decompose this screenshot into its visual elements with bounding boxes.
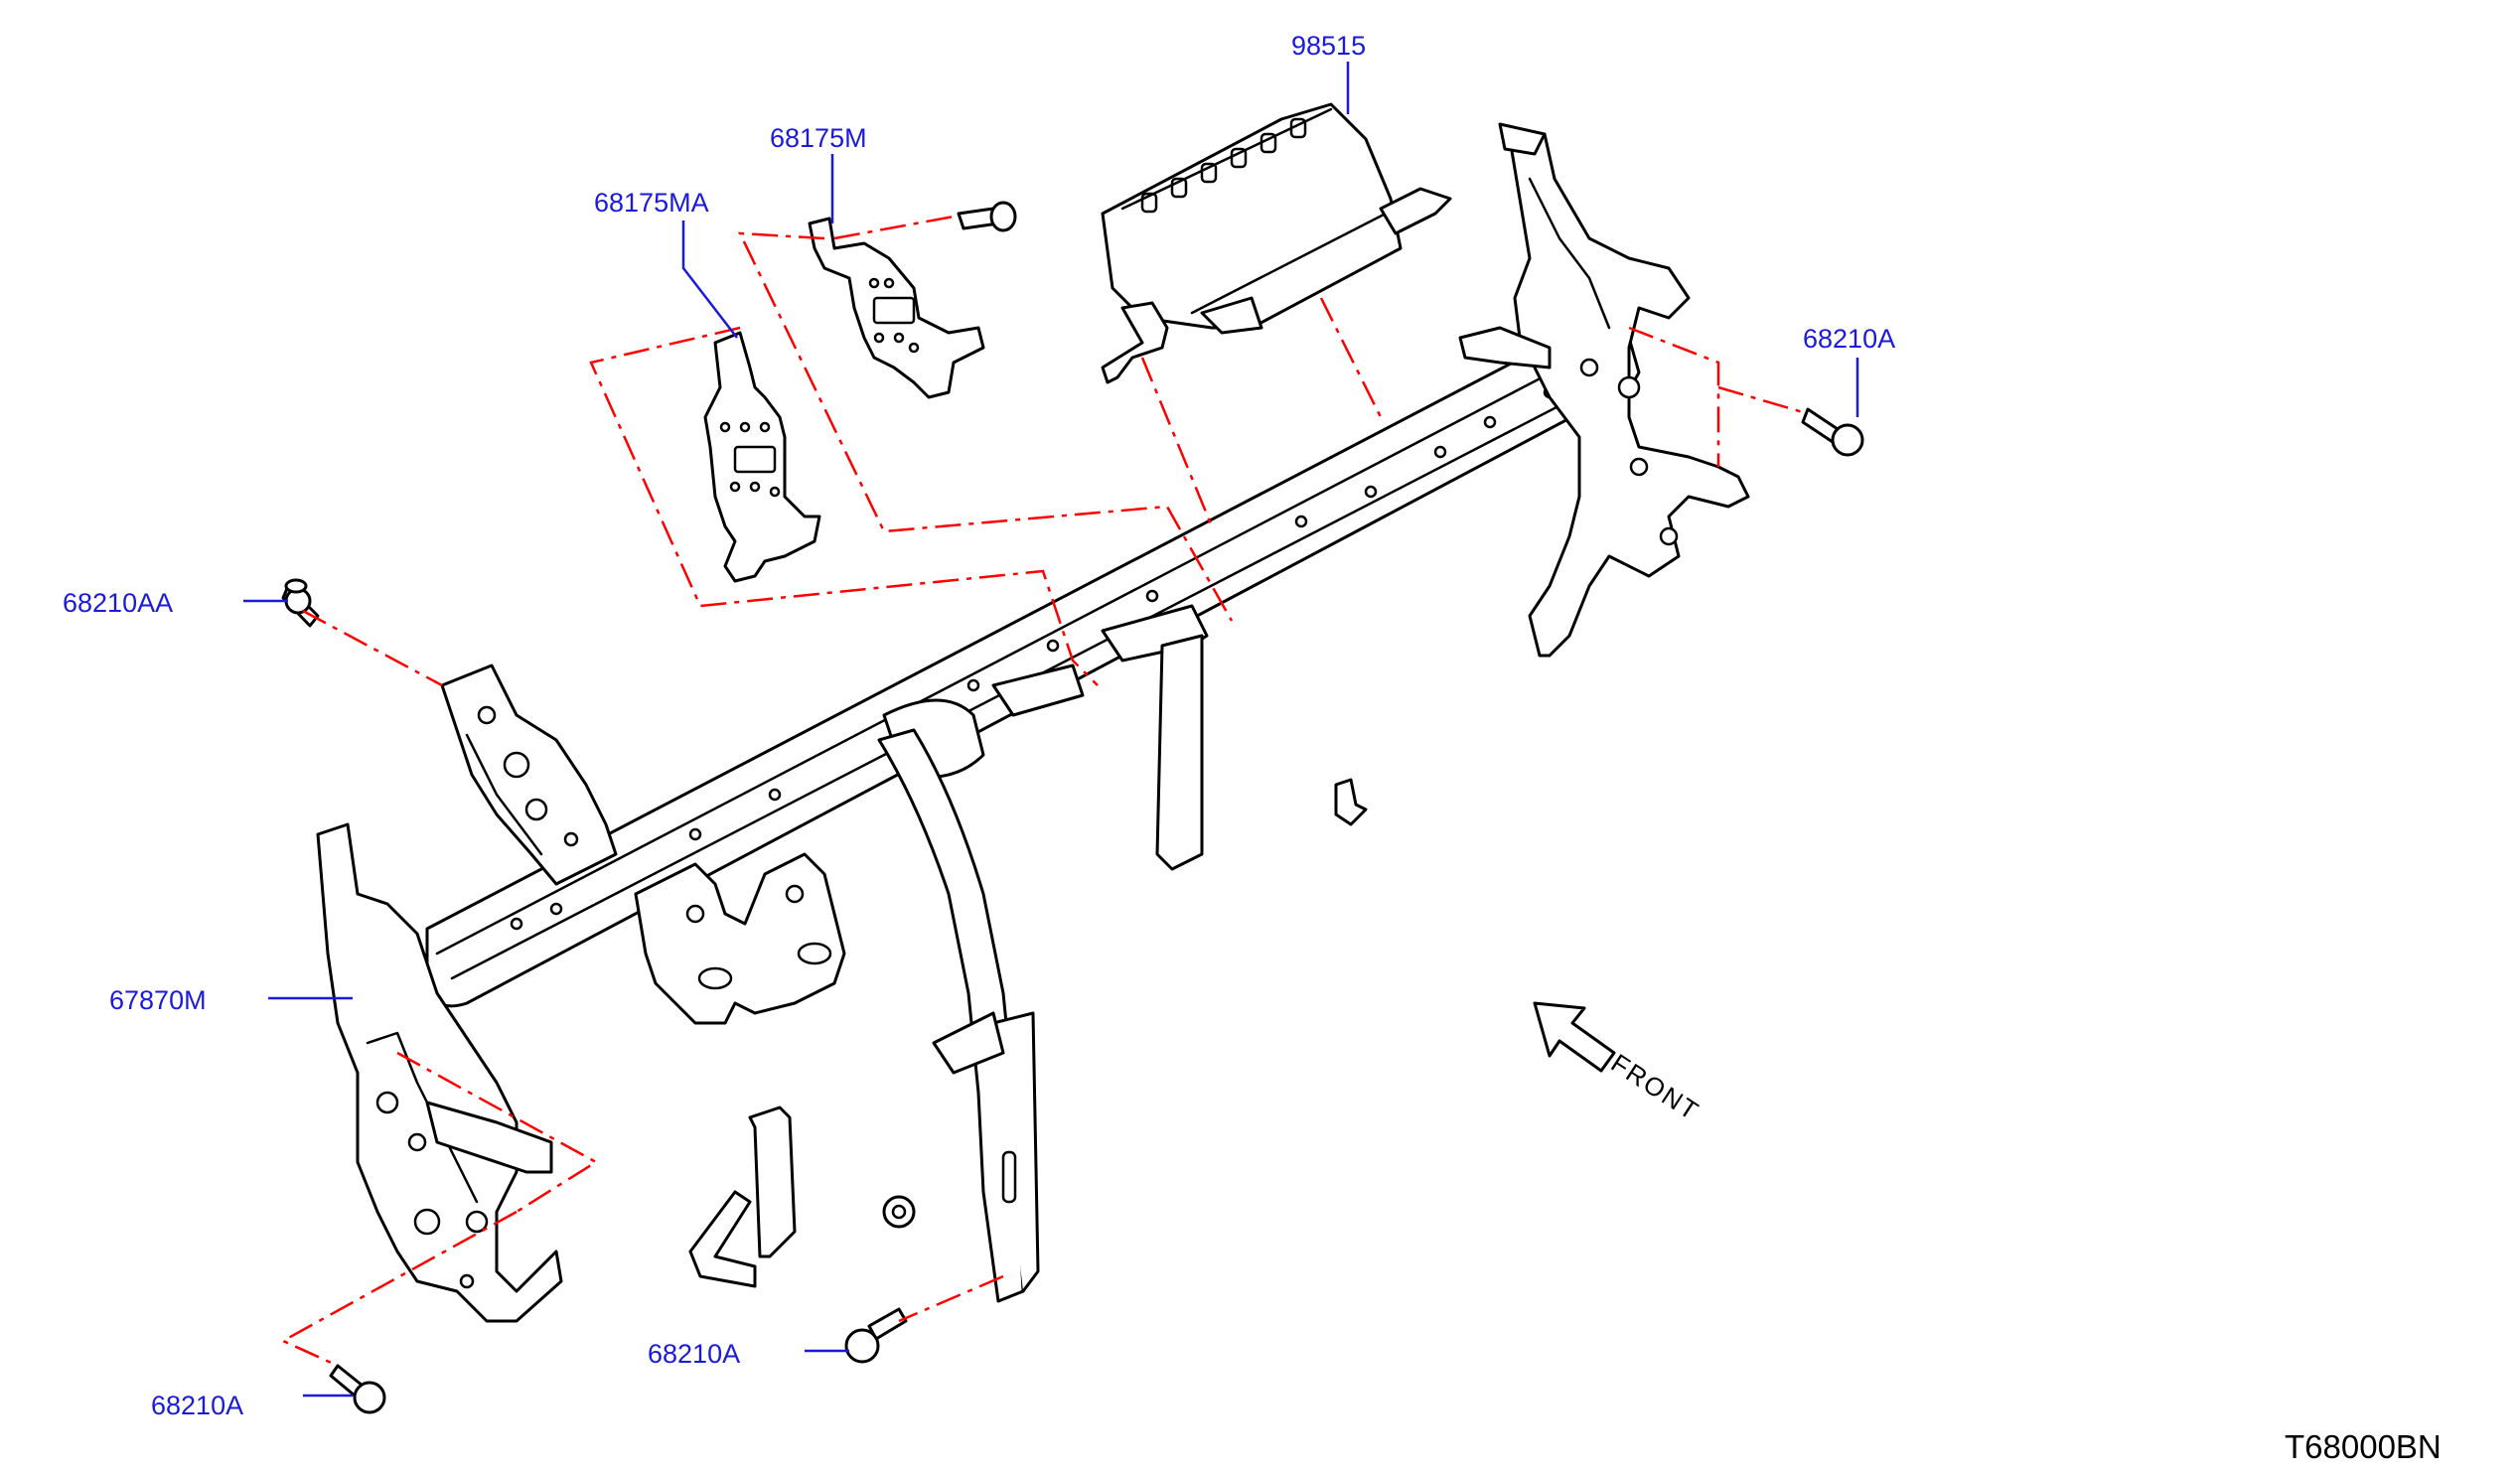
part-label-68210a-center[interactable]: 68210A — [648, 1339, 740, 1369]
part-label-68210aa[interactable]: 68210AA — [63, 588, 173, 618]
part-label-68175ma[interactable]: 68175MA — [594, 188, 709, 218]
bolt-icon — [1801, 407, 1864, 457]
bracket-68175m-part — [808, 217, 985, 399]
part-label-68175m[interactable]: 68175M — [770, 123, 867, 153]
clip-icon — [1334, 778, 1368, 826]
part-label-68210a-bottom[interactable]: 68210A — [151, 1391, 243, 1420]
part-label-98515[interactable]: 98515 — [1291, 31, 1366, 61]
part-label-67870m[interactable]: 67870M — [109, 985, 207, 1015]
bolt-icon — [281, 578, 320, 628]
drawing-code: T68000BN — [2285, 1428, 2442, 1465]
airbag-tabs — [1140, 117, 1307, 214]
connector-lines — [280, 215, 1804, 1368]
bracket-68175ma-part — [703, 331, 821, 583]
front-arrow-icon — [1533, 1001, 1616, 1073]
hanger-bracket-part — [688, 1106, 797, 1288]
leader-lines — [243, 62, 1859, 1398]
front-direction-label: FRONT — [1606, 1048, 1705, 1126]
passenger-airbag-module — [1101, 102, 1452, 384]
part-label-68210a-right[interactable]: 68210A — [1803, 324, 1895, 354]
nut-icon — [882, 1195, 916, 1229]
bolt-icon — [329, 1364, 386, 1414]
steering-member-assembly — [316, 122, 1750, 1323]
bolt-icon — [844, 1307, 908, 1364]
screw-icon — [957, 201, 1017, 232]
